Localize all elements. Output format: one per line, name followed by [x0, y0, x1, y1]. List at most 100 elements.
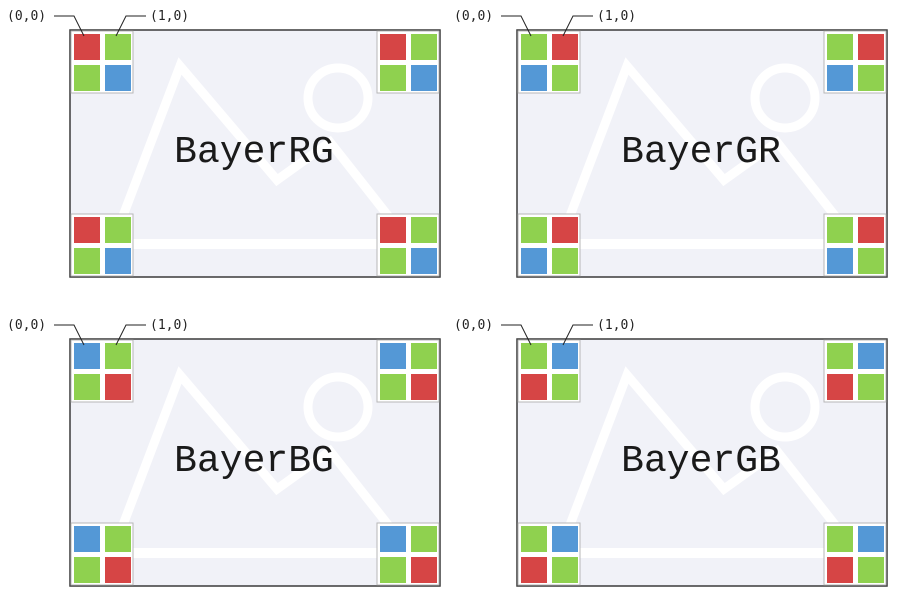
pixel-block-bottom-right: [376, 522, 440, 586]
bayer-cell-r: [74, 34, 100, 60]
bayer-cell-b: [552, 343, 578, 369]
bayer-cell-b: [105, 248, 131, 274]
pixel-block-bottom-left: [70, 213, 134, 277]
bayer-cell-b: [411, 248, 437, 274]
coord-label-origin: (0,0): [454, 9, 493, 24]
bayer-cell-g: [858, 248, 884, 274]
bayer-cell-r: [858, 217, 884, 243]
bayer-cell-g: [105, 217, 131, 243]
pixel-block-bottom-left: [517, 522, 581, 586]
callout-line: [501, 15, 532, 37]
bayer-cell-r: [858, 34, 884, 60]
pixel-block-top-right: [823, 339, 887, 403]
bayer-cell-b: [74, 526, 100, 552]
pixel-block-top-left: [517, 339, 581, 403]
callout-line: [115, 15, 146, 37]
bayer-cell-r: [827, 374, 853, 400]
bayer-cell-b: [858, 343, 884, 369]
pixel-block-bottom-left: [70, 522, 134, 586]
bayer-cell-r: [552, 34, 578, 60]
bayer-cell-g: [411, 526, 437, 552]
bayer-cell-g: [105, 34, 131, 60]
bayer-cell-g: [858, 65, 884, 91]
bayer-cell-b: [380, 526, 406, 552]
pixel-block-bottom-right: [823, 213, 887, 277]
callout-line: [501, 324, 532, 346]
bayer-cell-b: [827, 65, 853, 91]
bayer-cell-g: [74, 65, 100, 91]
bayer-cell-r: [411, 557, 437, 583]
bayer-cell-b: [411, 65, 437, 91]
bayer-cell-g: [411, 34, 437, 60]
bayer-cell-g: [521, 34, 547, 60]
bayer-cell-b: [552, 526, 578, 552]
bayer-cell-g: [74, 248, 100, 274]
bayer-cell-g: [521, 526, 547, 552]
bayer-cell-g: [380, 374, 406, 400]
callout-line: [54, 15, 85, 37]
coord-label-origin: (0,0): [454, 318, 493, 333]
bayer-panel-bayergb: (0,0) (1,0) BayerGB: [454, 318, 888, 587]
bayer-cell-g: [552, 248, 578, 274]
bayer-cell-g: [411, 343, 437, 369]
coord-label-origin: (0,0): [7, 9, 46, 24]
bayer-cell-g: [74, 557, 100, 583]
bayer-cell-r: [105, 374, 131, 400]
bayer-panel-bayerbg: (0,0)(1,0)BayerBG: [7, 318, 441, 587]
bayer-cell-r: [411, 374, 437, 400]
bayer-panel-bayerrg: (0,0) (1,0) BayerRG: [7, 9, 441, 278]
pixel-block-top-left: [517, 30, 581, 94]
coord-label-origin: (0,0): [7, 318, 46, 333]
bayer-cell-g: [521, 343, 547, 369]
bayer-cell-g: [827, 526, 853, 552]
bayer-cell-g: [552, 557, 578, 583]
bayer-cell-r: [105, 557, 131, 583]
bayer-cell-g: [827, 34, 853, 60]
bayer-cell-r: [74, 217, 100, 243]
bayer-cell-g: [105, 343, 131, 369]
bayer-cell-g: [105, 526, 131, 552]
bayer-pattern-title: BayerGB: [621, 440, 781, 483]
bayer-cell-b: [521, 65, 547, 91]
callout-line: [54, 324, 85, 346]
callout-line: [562, 15, 593, 37]
pixel-block-top-left: [70, 30, 134, 94]
bayer-cell-g: [552, 65, 578, 91]
coord-label-next: (1,0): [597, 9, 636, 24]
coord-label-next: (1,0): [150, 318, 189, 333]
bayer-panel-bayergr: (0,0) (1,0) BayerGR: [454, 9, 888, 278]
pixel-block-top-left: [70, 339, 134, 403]
bayer-cell-g: [858, 374, 884, 400]
coord-label-next: (1,0): [597, 318, 636, 333]
pixel-block-top-right: [376, 339, 440, 403]
bayer-cell-b: [105, 65, 131, 91]
bayer-cell-b: [858, 526, 884, 552]
bayer-cell-r: [380, 34, 406, 60]
bayer-cell-g: [74, 374, 100, 400]
pixel-block-bottom-right: [376, 213, 440, 277]
callout-line: [115, 324, 146, 346]
bayer-cell-g: [380, 557, 406, 583]
bayer-cell-r: [521, 557, 547, 583]
bayer-cell-g: [380, 65, 406, 91]
bayer-cell-r: [521, 374, 547, 400]
bayer-cell-g: [827, 343, 853, 369]
pixel-block-top-right: [823, 30, 887, 94]
bayer-cell-g: [858, 557, 884, 583]
callout-line: [562, 324, 593, 346]
bayer-cell-g: [521, 217, 547, 243]
coord-label-next: (1,0): [150, 9, 189, 24]
bayer-pattern-title: BayerGR: [621, 131, 781, 174]
bayer-pattern-title: BayerRG: [174, 131, 334, 174]
pixel-block-top-right: [376, 30, 440, 94]
bayer-cell-b: [521, 248, 547, 274]
bayer-cell-r: [380, 217, 406, 243]
bayer-cell-r: [827, 557, 853, 583]
bayer-cell-b: [827, 248, 853, 274]
bayer-cell-g: [827, 217, 853, 243]
bayer-cell-b: [380, 343, 406, 369]
bayer-cell-g: [411, 217, 437, 243]
pixel-block-bottom-left: [517, 213, 581, 277]
bayer-cell-g: [552, 374, 578, 400]
